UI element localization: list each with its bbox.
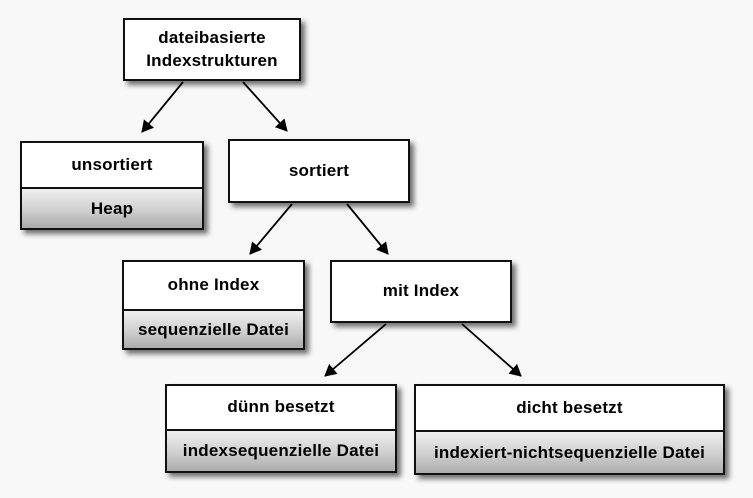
node-subtitle: indexsequenzielle Datei — [167, 429, 395, 471]
edge-sortiert-mit — [346, 203, 389, 255]
edge-mit-dicht — [461, 323, 522, 377]
node-title: dicht besetzt — [516, 397, 623, 417]
node-title: ohne Index — [167, 275, 260, 295]
node-subtitle: Heap — [22, 187, 202, 228]
node-subtitle: indexiert-nichtsequenzielle Datei — [416, 430, 723, 473]
node-dicht-besetzt: dicht besetzt indexiert-nichtsequenziell… — [414, 384, 725, 475]
node-subtitle: sequenzielle Datei — [124, 309, 303, 348]
node-duenn-besetzt: dünn besetzt indexsequenzielle Datei — [165, 384, 397, 473]
node-sortiert: sortiert — [228, 139, 410, 203]
node-title: sortiert — [288, 160, 350, 180]
node-unsortiert: unsortiert Heap — [20, 141, 204, 230]
edge-root-unsortiert — [141, 81, 184, 133]
edge-root-sortiert — [242, 81, 288, 132]
node-title: dateibasierte Indexstrukturen — [146, 27, 278, 70]
edge-sortiert-ohne — [249, 203, 293, 255]
node-title: mit Index — [382, 281, 460, 301]
node-mit-index: mit Index — [330, 260, 512, 323]
node-dateibasierte-indexstrukturen: dateibasierte Indexstrukturen — [123, 18, 301, 81]
node-ohne-index: ohne Index sequenzielle Datei — [122, 260, 305, 350]
node-title: unsortiert — [71, 154, 153, 174]
edge-mit-duenn — [324, 323, 387, 377]
node-title: dünn besetzt — [227, 397, 335, 417]
